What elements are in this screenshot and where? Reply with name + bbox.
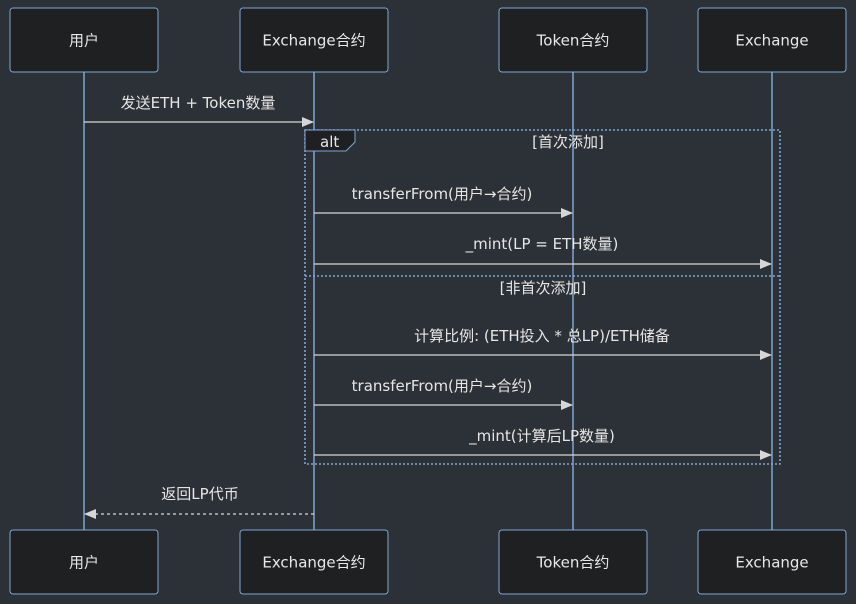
message-calc-ratio: 计算比例: (ETH投入 * 总LP)/ETH储备 xyxy=(314,327,772,360)
actor-top-exchange: Exchange xyxy=(697,7,847,73)
actor-label: Exchange合约 xyxy=(262,554,365,572)
message-label: 发送ETH + Token数量 xyxy=(121,94,276,112)
message-send-eth-token: 发送ETH + Token数量 xyxy=(84,94,314,127)
actor-label: 用户 xyxy=(69,32,99,50)
actor-label: Token合约 xyxy=(536,554,610,572)
message-label: transferFrom(用户→合约) xyxy=(352,377,533,395)
message-mint-calculated-lp: _mint(计算后LP数量) xyxy=(314,427,772,460)
message-mint-lp-eth: _mint(LP = ETH数量) xyxy=(314,235,772,269)
message-transfer-from-2: transferFrom(用户→合约) xyxy=(314,377,573,410)
actor-bottom-token-contract: Token合约 xyxy=(498,529,648,595)
guard-first-add: [首次添加] xyxy=(532,133,604,151)
alt-label-tab xyxy=(304,129,356,152)
actor-bottom-exchange: Exchange xyxy=(697,529,847,595)
actor-label: 用户 xyxy=(69,554,99,572)
actor-label: Exchange合约 xyxy=(262,32,365,50)
alt-label: alt xyxy=(320,133,339,151)
actor-label: Exchange xyxy=(735,32,808,50)
guard-not-first-add: [非首次添加] xyxy=(500,279,587,297)
message-label: _mint(LP = ETH数量) xyxy=(465,235,619,254)
message-label: 返回LP代币 xyxy=(161,485,238,503)
actor-top-exchange-contract: Exchange合约 xyxy=(239,7,389,73)
message-label: transferFrom(用户→合约) xyxy=(352,185,533,203)
message-transfer-from-1: transferFrom(用户→合约) xyxy=(314,185,573,218)
actor-label: Exchange xyxy=(735,554,808,572)
alt-frame: alt [首次添加] [非首次添加] xyxy=(304,129,781,465)
actor-bottom-exchange-contract: Exchange合约 xyxy=(239,529,389,595)
actor-bottom-user: 用户 xyxy=(9,529,159,595)
message-return-lp-token: 返回LP代币 xyxy=(84,485,314,519)
actor-label: Token合约 xyxy=(536,32,610,50)
message-label: 计算比例: (ETH投入 * 总LP)/ETH储备 xyxy=(414,327,670,345)
actor-top-token-contract: Token合约 xyxy=(498,7,648,73)
message-label: _mint(计算后LP数量) xyxy=(468,427,615,446)
actor-top-user: 用户 xyxy=(9,7,159,73)
